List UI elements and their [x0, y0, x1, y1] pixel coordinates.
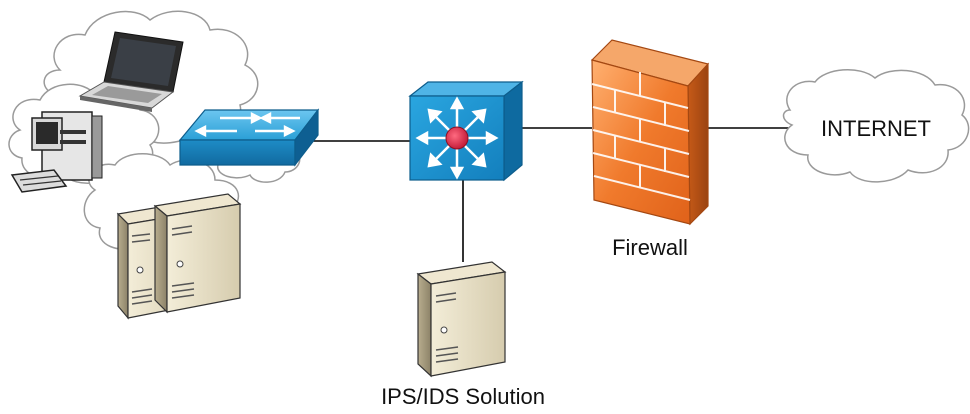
ips-server-icon	[416, 261, 507, 378]
network-switch-icon	[178, 108, 320, 167]
ips-ids-label: IPS/IDS Solution	[381, 384, 545, 409]
firewall-icon	[590, 39, 710, 226]
server-tower-icon	[116, 193, 242, 320]
internet-cloud-icon	[782, 68, 970, 183]
firewall-label: Firewall	[612, 235, 688, 260]
laptop-icon	[78, 31, 184, 112]
internet-label: INTERNET	[821, 116, 931, 141]
desktop-computer-icon	[10, 111, 103, 193]
layer3-switch-icon	[408, 80, 524, 182]
network-links	[295, 127, 790, 262]
